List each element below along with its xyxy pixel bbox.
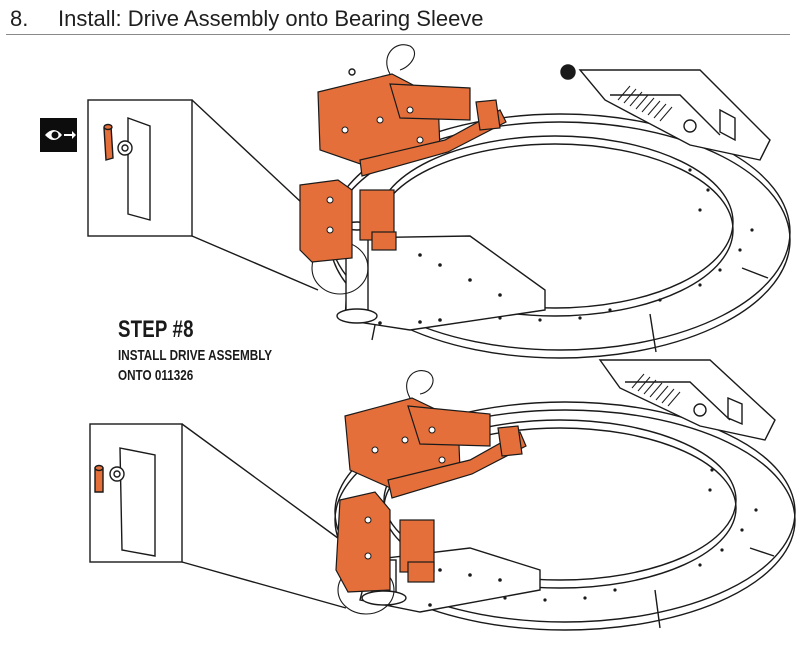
- eye-arrow-icon: [40, 118, 77, 152]
- step-caption: STEP #8 INSTALL DRIVE ASSEMBLY ONTO 0113…: [118, 316, 272, 384]
- bottom-ring-inner: [383, 419, 737, 581]
- top-detail-pin: [103, 125, 114, 161]
- step-instruction-line-1: INSTALL DRIVE ASSEMBLY: [118, 347, 273, 364]
- assembly-illustration: [87, 44, 796, 631]
- section-number: 8.: [10, 6, 29, 31]
- page-header: 8. Install: Drive Assembly onto Bearing …: [0, 0, 800, 34]
- top-clamp-bracket: [578, 69, 771, 161]
- top-assembly: [87, 44, 791, 359]
- section-title: Install: Drive Assembly onto Bearing Sle…: [58, 6, 484, 31]
- bottom-detail-pin: [94, 467, 104, 493]
- bottom-assembly: [89, 359, 796, 631]
- step-number: STEP #8: [118, 316, 194, 343]
- step-instruction-line-2: ONTO 011326: [118, 367, 194, 384]
- bottom-drive-assembly: [335, 397, 527, 593]
- header-divider: [6, 34, 790, 35]
